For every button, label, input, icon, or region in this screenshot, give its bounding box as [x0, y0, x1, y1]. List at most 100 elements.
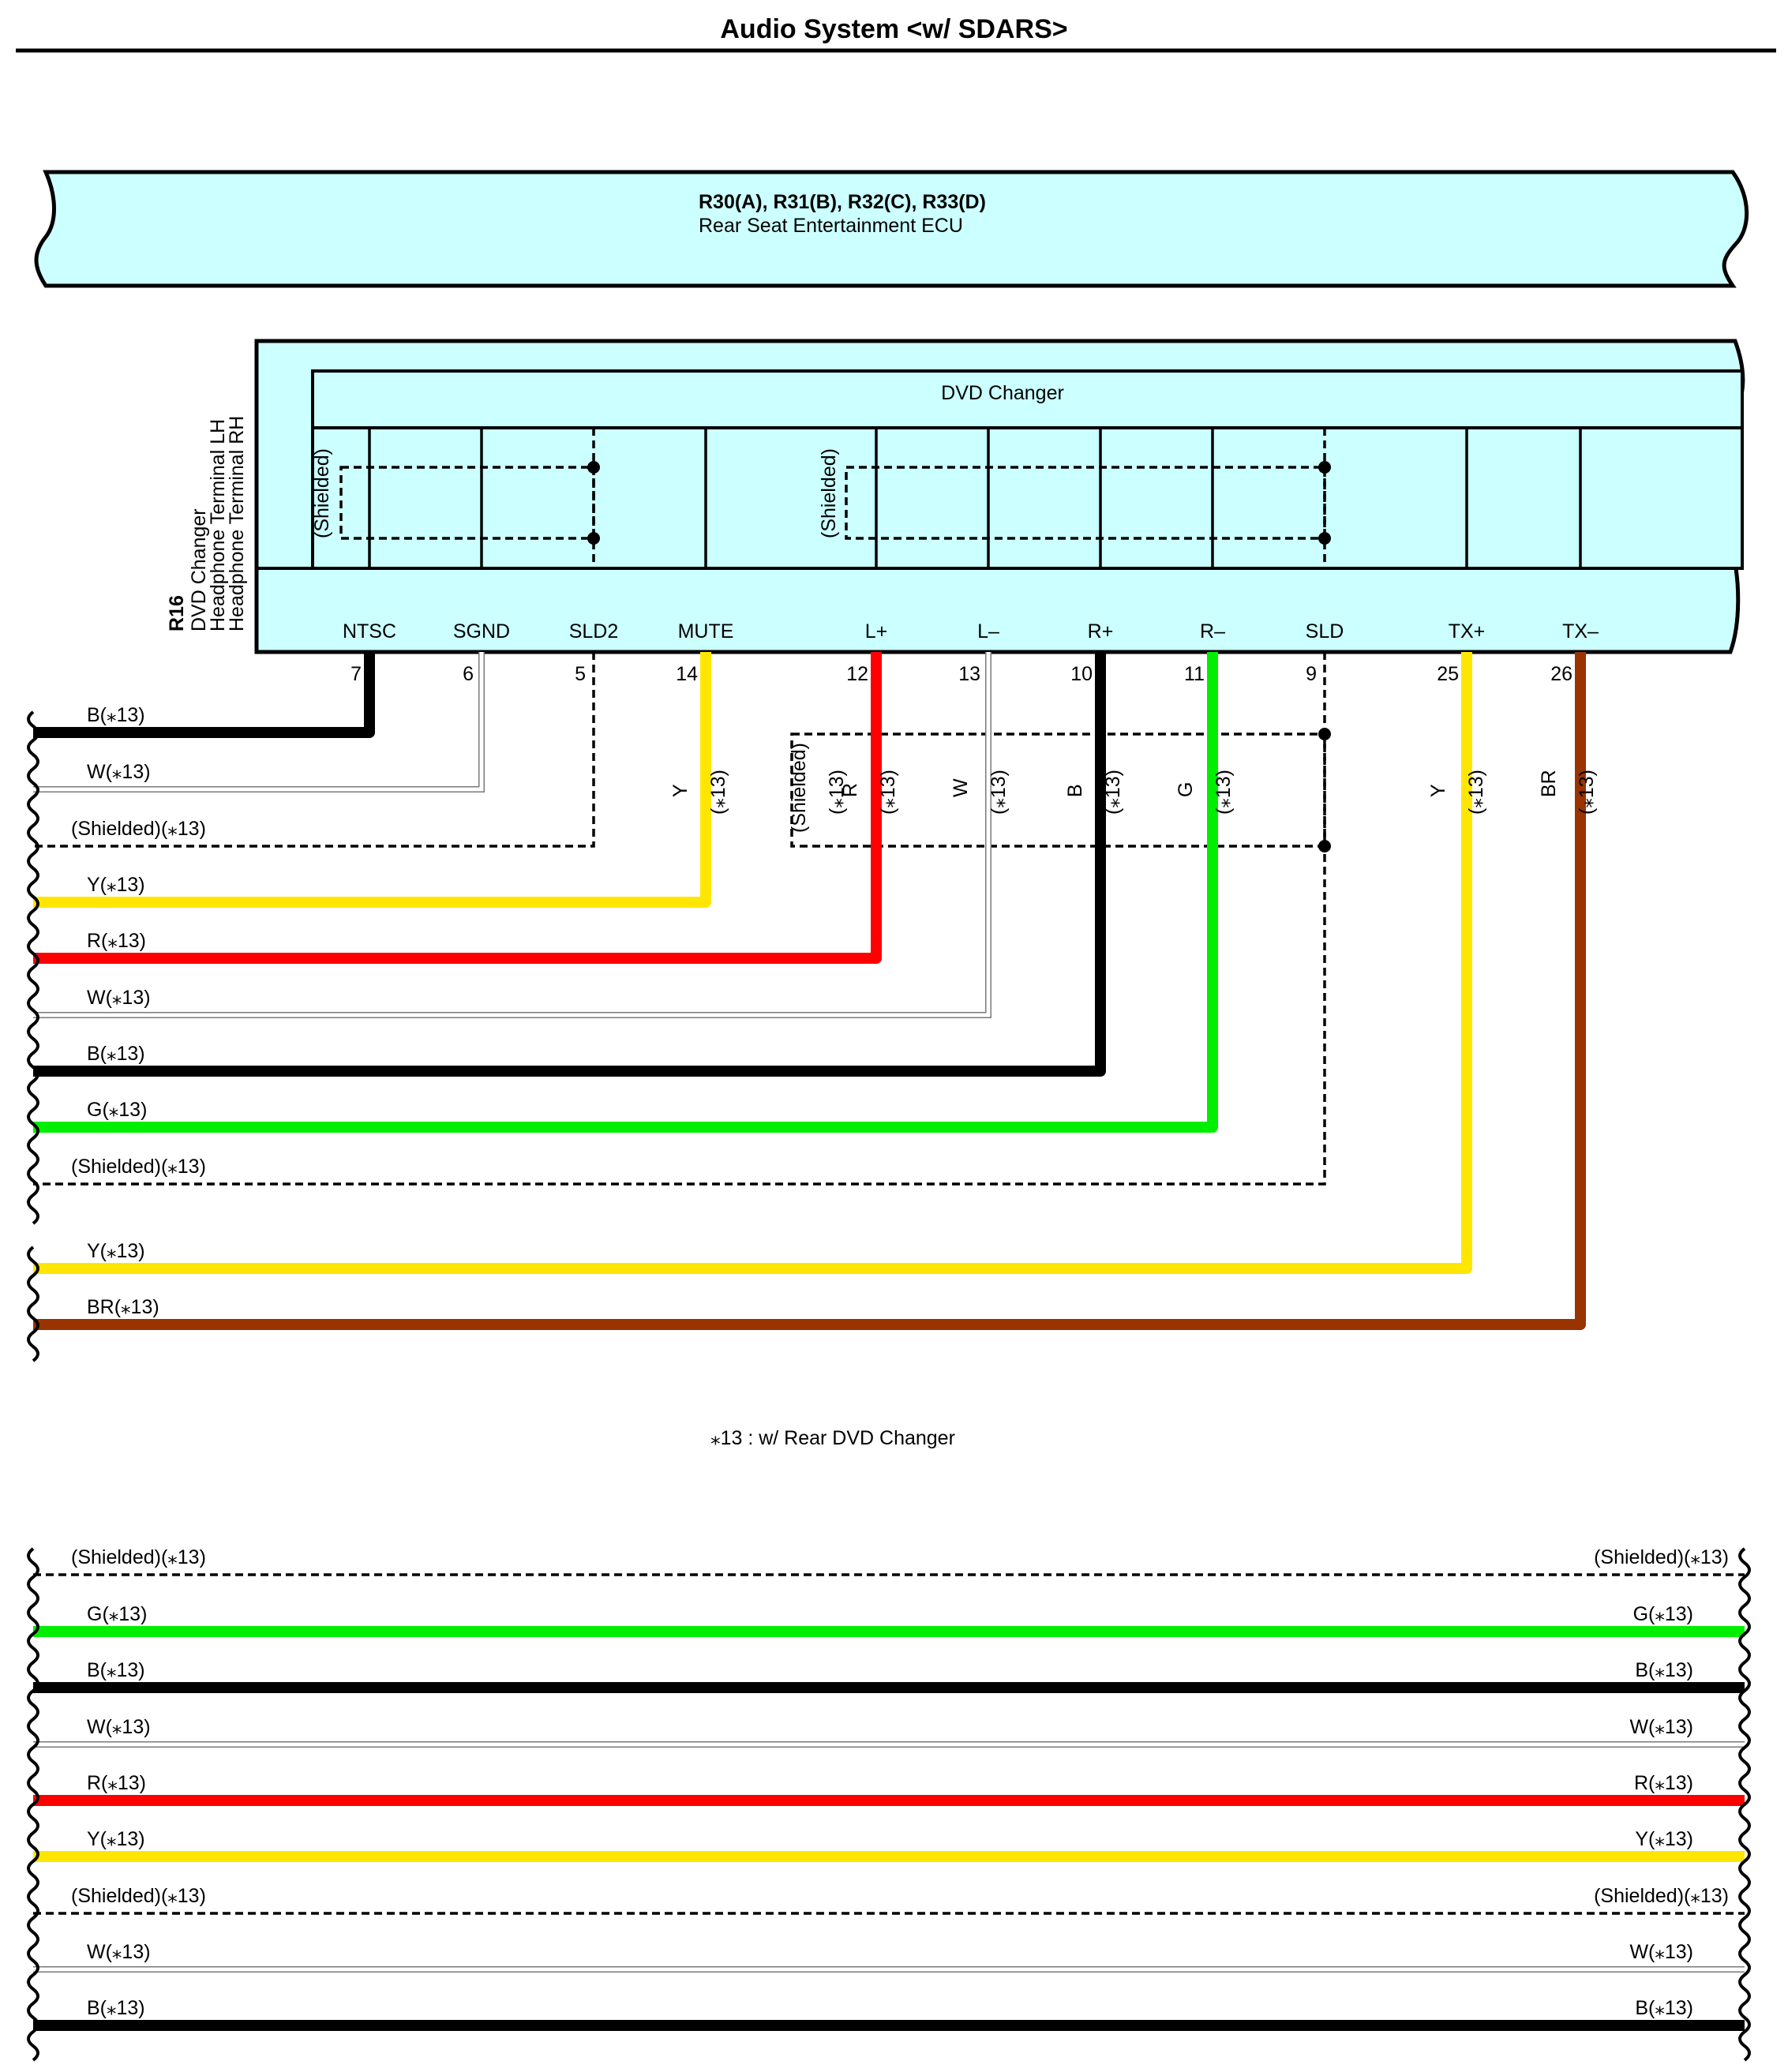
pin-number-1: 6	[463, 663, 474, 685]
vlabel-6: Y	[1427, 784, 1449, 797]
bottom-harness-wave-right	[1738, 1547, 1751, 2062]
pin-name-5: L–	[977, 620, 999, 643]
vlabel-4: B	[1064, 784, 1086, 797]
left-wire-label-2: (Shielded)(⁎13)	[71, 818, 206, 840]
left-wire-6	[33, 652, 1106, 1077]
pin-name-9: TX+	[1449, 620, 1486, 643]
left-wire-label-0: B(⁎13)	[87, 704, 145, 726]
left-wire-label-10: BR(⁎13)	[87, 1296, 159, 1318]
bottom-wire-label-right-1: G(⁎13)	[1633, 1603, 1693, 1625]
left-wire-3	[33, 652, 711, 908]
vlabel-group-5: G	[1175, 782, 1197, 797]
left-wire-label-8: (Shielded)(⁎13)	[71, 1156, 206, 1178]
pin-name-7: R–	[1200, 620, 1225, 643]
pin-number-2: 5	[575, 663, 586, 685]
vlabel-0: Y	[669, 784, 692, 797]
internal-shield-1-label: (Shielded)	[311, 448, 333, 538]
connector-line-3: Headphone Terminal RH	[226, 416, 248, 631]
vlabel-group-7: BR	[1538, 770, 1560, 797]
bottom-wire-label-right-7: W(⁎13)	[1629, 1941, 1693, 1963]
left-wire-label-4: R(⁎13)	[87, 930, 146, 952]
left-wire-7	[33, 652, 1218, 1133]
vlabel-sub-group-2: (⁎13)	[877, 770, 899, 815]
pin-number-9: 25	[1437, 663, 1459, 685]
bottom-wire-label-left-7: W(⁎13)	[87, 1941, 151, 1963]
left-wire-label-6: B(⁎13)	[87, 1043, 145, 1065]
vlabel-3: W	[950, 778, 972, 797]
vlabel-5: G	[1175, 782, 1197, 797]
vlabel-group-2: R	[839, 783, 861, 797]
pin-number-8: 9	[1306, 663, 1317, 685]
connector-line-1: DVD Changer	[188, 508, 210, 631]
left-wire-1	[33, 652, 484, 792]
vlabel-sub-3: (⁎13)	[988, 770, 1010, 815]
vlabel-sub-group-1: (⁎13)	[826, 770, 848, 815]
bottom-wire-label-left-1: G(⁎13)	[87, 1603, 147, 1625]
left-harness-wave-upper	[27, 710, 39, 1225]
left-wire-label-7: G(⁎13)	[87, 1099, 147, 1121]
vlabel-7: BR	[1538, 770, 1560, 797]
pin-number-10: 26	[1550, 663, 1572, 685]
connector-code: R16	[166, 595, 188, 631]
vlabel-group-3: W	[950, 778, 972, 797]
vlabel-sub-group-4: (⁎13)	[1102, 770, 1124, 815]
bottom-wire-label-right-5: Y(⁎13)	[1635, 1828, 1693, 1850]
vlabel-group-6: Y	[1427, 784, 1449, 797]
pin-name-8: SLD	[1306, 620, 1344, 643]
vlabel-sub-4: (⁎13)	[1102, 770, 1124, 815]
ecu-name: Rear Seat Entertainment ECU	[699, 215, 963, 237]
dvd-changer-title: DVD Changer	[941, 382, 1064, 404]
vlabel-2: R	[839, 783, 861, 797]
left-wire-5	[33, 652, 991, 1017]
pin-number-7: 11	[1184, 663, 1205, 685]
left-wire-10	[33, 652, 1586, 1330]
left-wire-8	[33, 652, 1326, 1186]
left-wire-label-1: W(⁎13)	[87, 761, 151, 783]
pin-name-0: NTSC	[343, 620, 396, 643]
footnote: ⁎13 : w/ Rear DVD Changer	[710, 1427, 955, 1449]
bottom-wire-label-right-4: R(⁎13)	[1634, 1772, 1693, 1794]
pin-name-4: L+	[865, 620, 888, 643]
left-wire-label-5: W(⁎13)	[87, 987, 151, 1009]
internal-shield-2-label: (Shielded)	[818, 448, 840, 538]
bottom-wire-label-left-6: (Shielded)(⁎13)	[71, 1885, 206, 1907]
bottom-wire-label-right-0: (Shielded)(⁎13)	[1594, 1546, 1729, 1568]
left-wire-label-3: Y(⁎13)	[87, 874, 145, 896]
vlabel-sub-6: (⁎13)	[1465, 770, 1487, 815]
pin-name-1: SGND	[453, 620, 510, 643]
pin-number-4: 12	[846, 663, 868, 685]
bottom-wire-label-left-4: R(⁎13)	[87, 1772, 146, 1794]
left-wire-0	[33, 652, 375, 738]
page-title: Audio System <w/ SDARS>	[720, 14, 1068, 44]
pin-name-2: SLD2	[569, 620, 619, 643]
left-wire-label-9: Y(⁎13)	[87, 1240, 145, 1262]
left-wire-4	[33, 652, 882, 964]
pin-name-6: R+	[1088, 620, 1114, 643]
pin-number-0: 7	[350, 663, 362, 685]
left-wire-9	[33, 652, 1472, 1274]
pin-name-3: MUTE	[678, 620, 734, 643]
bottom-wire-label-left-2: B(⁎13)	[87, 1659, 145, 1681]
pin-name-10: TX–	[1562, 620, 1599, 643]
vlabel-sub-group-3: (⁎13)	[988, 770, 1010, 815]
bottom-wire-label-left-5: Y(⁎13)	[87, 1828, 145, 1850]
vlabel-group-4: B	[1064, 784, 1086, 797]
vlabel-sub-5: (⁎13)	[1213, 770, 1235, 815]
ecu-box	[34, 170, 1749, 288]
pin-number-3: 14	[676, 663, 698, 685]
vlabel-sub-2: (⁎13)	[877, 770, 899, 815]
connector-line-2: Headphone Terminal LH	[207, 419, 229, 631]
left-harness-wave-lower	[27, 1246, 39, 1362]
pin-number-6: 10	[1070, 663, 1093, 685]
bottom-wire-label-left-3: W(⁎13)	[87, 1716, 151, 1738]
bottom-harness-wave-left	[27, 1547, 39, 2062]
vlabel-1: (Shielded)	[788, 743, 810, 833]
bottom-wire-label-left-0: (Shielded)(⁎13)	[71, 1546, 206, 1568]
bottom-wire-label-right-2: B(⁎13)	[1635, 1659, 1693, 1681]
vlabel-sub-group-5: (⁎13)	[1213, 770, 1235, 815]
vlabel-sub-group-0: (⁎13)	[707, 770, 729, 815]
bottom-wire-label-right-6: (Shielded)(⁎13)	[1594, 1885, 1729, 1907]
pin-number-5: 13	[958, 663, 980, 685]
bottom-wire-label-left-8: B(⁎13)	[87, 1997, 145, 2019]
